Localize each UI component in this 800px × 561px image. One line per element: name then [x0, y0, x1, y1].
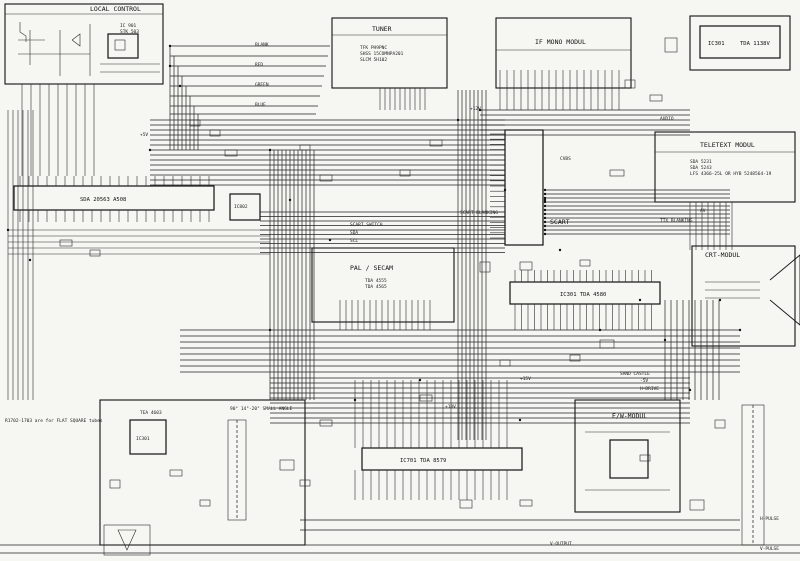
tuner-line-2: SHSS 15COMNPA201: [360, 51, 404, 57]
micro-label: SDA 20563 A508: [80, 197, 126, 203]
signal-label: H-DRIVE: [640, 386, 659, 392]
teletext-module: TELETEXT MODUL SDA 5231 SDA 5243 LFS 436…: [654, 131, 796, 203]
tuner-line-3: SLCM 5H102: [360, 57, 387, 63]
teletext-line-1: SDA 5231: [690, 159, 712, 165]
micro-eeprom-ic: IC802: [234, 204, 248, 210]
tuner-module: TUNER TFK PH9PNC SHSS 15COMNPA201 SLCM 5…: [331, 17, 448, 89]
local-control-title: LOCAL CONTROL: [90, 5, 141, 13]
signal-label: SCART SWITCH: [350, 222, 383, 228]
crt-module: CRT-MODUL: [691, 245, 800, 347]
audio-amp-module: IC301 TDA 1138V: [664, 15, 791, 71]
note-flat-square: R1702-1703 are for FLAT SQUARE tubes: [5, 418, 103, 424]
signal-label: RED: [255, 62, 263, 68]
signal-label: -5V: [640, 378, 648, 384]
local-control-module: LOCAL CONTROL IC 901 STK 503: [4, 3, 164, 85]
deflection-label: IC701 TDA 8579: [400, 458, 446, 464]
audio-ic-part: TDA 1138V: [740, 41, 770, 47]
local-control-part: STK 503: [120, 29, 139, 35]
signal-label: CVBS: [560, 156, 571, 162]
signal-label: TTX BLANKING: [660, 218, 693, 224]
pal-secam-line-1: TDA 4555: [365, 278, 387, 284]
signal-label: +18V: [445, 404, 456, 410]
ew-module: E/W-MODUL: [574, 399, 681, 513]
ew-title: E/W-MODUL: [612, 412, 647, 420]
signal-label: BLANK: [255, 42, 269, 48]
signal-label: BLUE: [255, 102, 266, 108]
signal-label: V-PULSE: [760, 546, 779, 552]
signal-label: +5V: [140, 132, 148, 138]
if-mono-title: IF MONO MODUL: [535, 38, 586, 46]
microcontroller-block: SDA 20563 A508 IC802: [13, 185, 261, 221]
signal-label: SCL: [350, 238, 358, 244]
rgb-processor-label: IC301 TDA 4580: [560, 292, 606, 298]
signal-label: SDA: [350, 230, 358, 236]
signal-label: +15V: [520, 376, 531, 382]
signal-labels: BLANK GREEN RED BLUE +5V +12V SCART SWIT…: [140, 42, 779, 552]
teletext-line-2: SDA 5243: [690, 165, 712, 171]
teletext-line-3: LFS 4366-25L OR HYB 5248564-19: [690, 171, 772, 177]
power-supply-block: IC301 TEA 4603: [99, 399, 306, 556]
scart-connector: SCART: [504, 129, 570, 246]
signal-label: GREEN: [255, 82, 269, 88]
signal-label: AV: [700, 208, 706, 214]
tuner-line-1: TFK PH9PNC: [360, 45, 387, 51]
pal-secam-title: PAL / SECAM: [350, 264, 393, 272]
signal-label: +12V: [470, 106, 481, 112]
local-control-ic: IC 901: [120, 23, 137, 29]
power-ic-ref: IC301: [136, 436, 150, 442]
wiring: [0, 44, 800, 554]
line-output-transformer: [741, 404, 765, 546]
note-small-angle: 90° 14"-20" SMALL ANGLE: [230, 406, 293, 412]
signal-label: H-PULSE: [760, 516, 779, 522]
pal-secam-module: PAL / SECAM TDA 4555 TDA 4565: [311, 247, 455, 323]
audio-ic-ref: IC301: [708, 41, 725, 47]
power-ic-part: TEA 4603: [140, 410, 162, 416]
if-mono-module: IF MONO MODUL: [495, 17, 632, 89]
deflection-block: IC701 TDA 8579: [361, 447, 523, 471]
rgb-processor-block: IC301 TDA 4580: [509, 281, 661, 305]
signal-label: V-OUTPUT: [550, 541, 572, 547]
signal-label: SAND CASTLE: [620, 371, 650, 377]
pal-secam-line-2: TDA 4565: [365, 284, 387, 290]
crt-title: CRT-MODUL: [705, 251, 740, 259]
signal-label: SCART BLANKING: [460, 210, 498, 216]
signal-label: AUDIO: [660, 116, 674, 122]
tuner-title: TUNER: [372, 25, 392, 33]
teletext-title: TELETEXT MODUL: [700, 141, 755, 149]
